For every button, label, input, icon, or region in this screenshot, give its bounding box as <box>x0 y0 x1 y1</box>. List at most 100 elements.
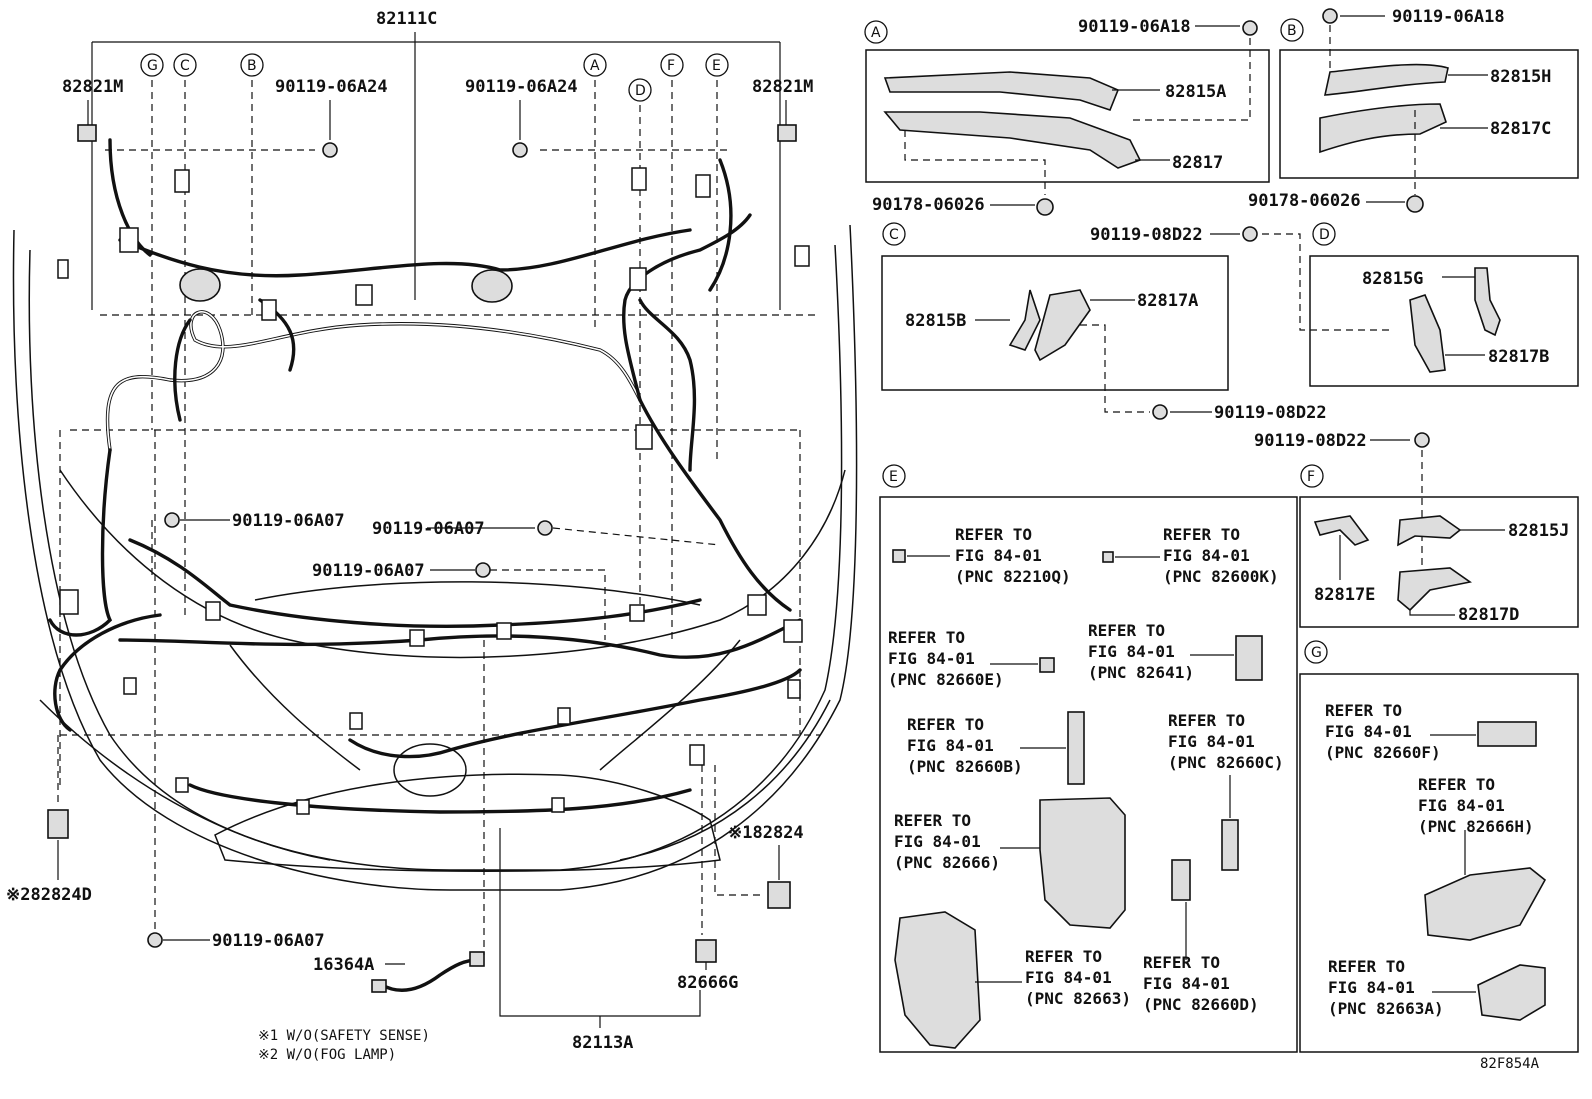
part-number-c-bolt[interactable]: 90119-08D22 <box>1090 225 1203 245</box>
view-letter-a: A <box>871 25 881 41</box>
view-letter-c: C <box>889 227 899 243</box>
view-letter-b: B <box>1287 23 1297 39</box>
refer-82660c-line1[interactable]: REFER TO <box>1168 711 1245 730</box>
refer-82660b-line1[interactable]: REFER TO <box>907 715 984 734</box>
refer-82666h-line1[interactable]: REFER TO <box>1418 775 1495 794</box>
detail-panel-e: E REFER TO FIG 84-01 (PNC 82210Q) REFER … <box>879 464 1298 1053</box>
refer-82660b-line3[interactable]: (PNC 82660B) <box>907 757 1023 776</box>
part-number-82817e[interactable]: 82817E <box>1314 585 1375 605</box>
refer-82660d-line1[interactable]: REFER TO <box>1143 953 1220 972</box>
bolt-icon <box>1414 432 1430 448</box>
bolt-icon <box>1242 20 1258 36</box>
part-number-bolt-a07-1[interactable]: 90119-06A07 <box>232 511 345 531</box>
refer-82660b-line2[interactable]: FIG 84-01 <box>907 736 994 755</box>
callout-b: B <box>247 58 257 74</box>
main-harness-view: 82111C <box>6 9 858 1063</box>
detail-panel-d: D 82815G 82817B <box>1309 222 1579 387</box>
part-number-bolt-a07-3[interactable]: 90119-06A07 <box>312 561 425 581</box>
refer-82660e-line1[interactable]: REFER TO <box>888 628 965 647</box>
refer-82600k-line3[interactable]: (PNC 82600K) <box>1163 567 1279 586</box>
footnote-2: ※2 W/O(FOG LAMP) <box>258 1047 396 1063</box>
part-number-82817a[interactable]: 82817A <box>1137 291 1198 311</box>
part-number-82815h[interactable]: 82815H <box>1490 67 1551 87</box>
part-number-82666g[interactable]: 82666G <box>677 973 738 993</box>
detail-panel-c: C 90119-08D22 82815B 82817A 90119-08D22 <box>881 222 1390 423</box>
refer-82663a-line2[interactable]: FIG 84-01 <box>1328 978 1415 997</box>
part-number-a-bolt[interactable]: 90119-06A18 <box>1078 17 1191 37</box>
part-number-16364a[interactable]: 16364A <box>313 955 374 975</box>
refer-82600k-line1[interactable]: REFER TO <box>1163 525 1240 544</box>
clip-82821m-left <box>77 124 97 142</box>
refer-82600k-line2[interactable]: FIG 84-01 <box>1163 546 1250 565</box>
refer-82641-line2[interactable]: FIG 84-01 <box>1088 642 1175 661</box>
refer-82660e-line3[interactable]: (PNC 82660E) <box>888 670 1004 689</box>
bolt-icon <box>1322 8 1338 24</box>
refer-82663a-line3[interactable]: (PNC 82663A) <box>1328 999 1444 1018</box>
part-number-82817d[interactable]: 82817D <box>1458 605 1519 625</box>
detail-panel-a: A 90119-06A18 82815A 82817 90178-06026 <box>864 17 1270 216</box>
part-number-82815j[interactable]: 82815J <box>1508 521 1569 541</box>
part-number-82824d[interactable]: ※282824D <box>6 885 92 905</box>
refer-82210q-line1[interactable]: REFER TO <box>955 525 1032 544</box>
refer-82663-line2[interactable]: FIG 84-01 <box>1025 968 1112 987</box>
callout-e: E <box>712 58 721 74</box>
refer-82666-line2[interactable]: FIG 84-01 <box>894 832 981 851</box>
refer-82660c-line2[interactable]: FIG 84-01 <box>1168 732 1255 751</box>
refer-82666h-line2[interactable]: FIG 84-01 <box>1418 796 1505 815</box>
grommet-left <box>179 268 221 302</box>
refer-82660f-line1[interactable]: REFER TO <box>1325 701 1402 720</box>
clip-icon <box>1406 195 1424 213</box>
refer-82660e-line2[interactable]: FIG 84-01 <box>888 649 975 668</box>
refer-82666-line1[interactable]: REFER TO <box>894 811 971 830</box>
refer-82660d-line2[interactable]: FIG 84-01 <box>1143 974 1230 993</box>
part-number-f-bolt[interactable]: 90119-08D22 <box>1254 431 1367 451</box>
refer-82666-line3[interactable]: (PNC 82666) <box>894 853 1000 872</box>
part-number-82111c[interactable]: 82111C <box>376 9 437 29</box>
view-letter-d: D <box>1319 227 1330 243</box>
refer-82663-line1[interactable]: REFER TO <box>1025 947 1102 966</box>
part-number-82817c[interactable]: 82817C <box>1490 119 1551 139</box>
view-letter-g: G <box>1311 645 1322 661</box>
refer-82660c-line3[interactable]: (PNC 82660C) <box>1168 753 1284 772</box>
part-number-82817b[interactable]: 82817B <box>1488 347 1549 367</box>
bolt-icon <box>1242 226 1258 242</box>
part-number-bolt-a07-2[interactable]: 90119-06A07 <box>372 519 485 539</box>
refer-82660d-line3[interactable]: (PNC 82660D) <box>1143 995 1259 1014</box>
part-number-bolt-a07-4[interactable]: 90119-06A07 <box>212 931 325 951</box>
part-number-82817[interactable]: 82817 <box>1172 153 1223 173</box>
part-number-82113a[interactable]: 82113A <box>572 1033 633 1053</box>
wire-bundles <box>48 138 802 814</box>
figure-code: 82F854A <box>1480 1056 1540 1072</box>
bolt-icon <box>322 142 528 158</box>
part-number-82824[interactable]: ※182824 <box>728 823 804 843</box>
part-number-bolt-a24-left[interactable]: 90119-06A24 <box>275 77 388 97</box>
relay-82666g <box>695 939 717 963</box>
part-number-82815b[interactable]: 82815B <box>905 311 966 331</box>
part-number-c-bolt2[interactable]: 90119-08D22 <box>1214 403 1327 423</box>
refer-82663a-line1[interactable]: REFER TO <box>1328 957 1405 976</box>
callout-a: A <box>590 58 600 74</box>
refer-82210q-line2[interactable]: FIG 84-01 <box>955 546 1042 565</box>
part-number-82821m-right[interactable]: 82821M <box>752 77 813 97</box>
detail-panel-f: F 90119-08D22 82815J 82817E 82817D <box>1254 431 1579 628</box>
part-number-bolt-a24-right[interactable]: 90119-06A24 <box>465 77 578 97</box>
part-number-82821m-left[interactable]: 82821M <box>62 77 123 97</box>
refer-82210q-line3[interactable]: (PNC 82210Q) <box>955 567 1071 586</box>
refer-82660f-line2[interactable]: FIG 84-01 <box>1325 722 1412 741</box>
refer-82666h-line3[interactable]: (PNC 82666H) <box>1418 817 1534 836</box>
refer-82641-line3[interactable]: (PNC 82641) <box>1088 663 1194 682</box>
refer-82663-line3[interactable]: (PNC 82663) <box>1025 989 1131 1008</box>
part-number-b-bolt[interactable]: 90119-06A18 <box>1392 7 1505 27</box>
vehicle-body-outline <box>12 224 858 891</box>
bolt-icon <box>1152 404 1168 420</box>
part-number-82815a[interactable]: 82815A <box>1165 82 1226 102</box>
part-number-b-clip[interactable]: 90178-06026 <box>1248 191 1361 211</box>
refer-82641-line1[interactable]: REFER TO <box>1088 621 1165 640</box>
part-number-82815g[interactable]: 82815G <box>1362 269 1423 289</box>
grommet-right <box>471 269 513 303</box>
refer-82660f-line3[interactable]: (PNC 82660F) <box>1325 743 1441 762</box>
part-number-a-clip[interactable]: 90178-06026 <box>872 195 985 215</box>
callout-c: C <box>180 58 190 74</box>
clip-82821m-right <box>777 124 797 142</box>
sensor-82824 <box>767 881 791 909</box>
